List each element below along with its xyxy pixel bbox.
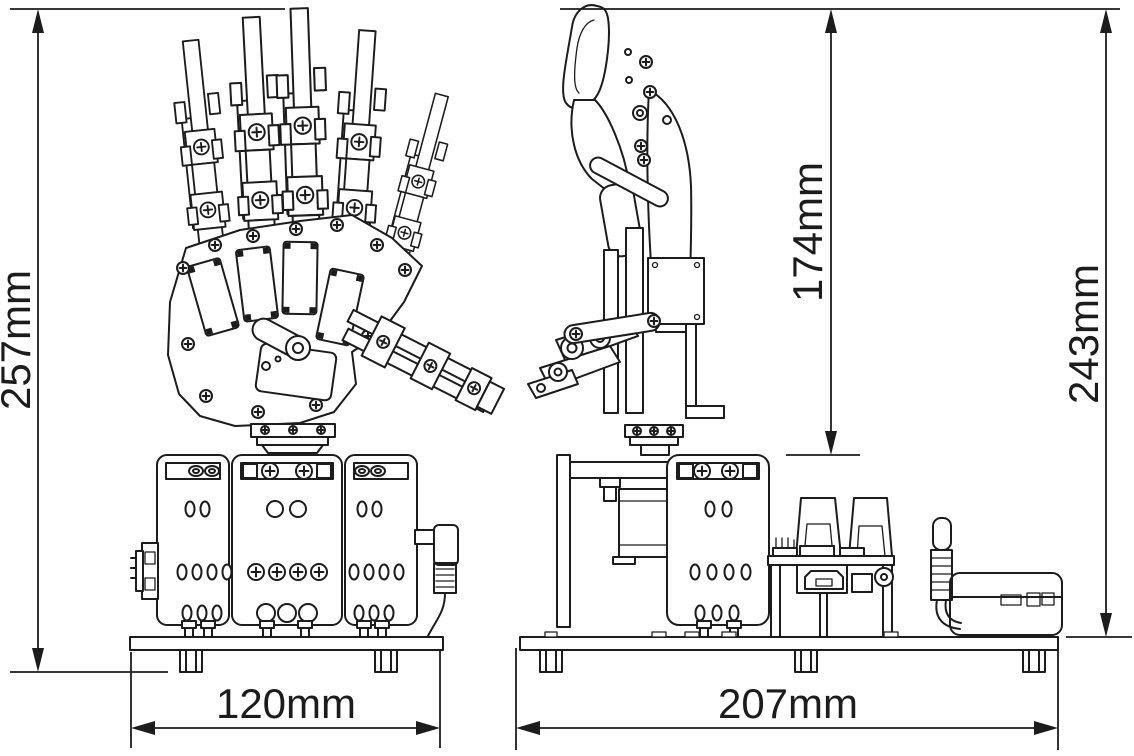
dim-label-side-total-height: 243mm bbox=[1060, 264, 1107, 404]
side-base bbox=[556, 454, 770, 638]
side-control-board bbox=[767, 497, 895, 638]
dim-label-front-height: 257mm bbox=[0, 270, 39, 410]
dimension-annotations: 257mm 174mm 243mm 120mm 207mm bbox=[0, 8, 1132, 750]
front-left-connector bbox=[130, 542, 159, 600]
dim-label-front-width: 120mm bbox=[216, 680, 356, 727]
front-base bbox=[156, 454, 418, 638]
front-servo-horn bbox=[251, 317, 338, 402]
dim-label-side-hand-height: 174mm bbox=[784, 162, 831, 302]
front-thumb bbox=[341, 308, 506, 415]
front-palm bbox=[167, 214, 423, 427]
side-base-plate bbox=[519, 631, 1059, 673]
side-cable bbox=[930, 517, 962, 630]
front-cable bbox=[414, 524, 459, 637]
front-base-plate bbox=[129, 636, 444, 673]
dim-label-side-width: 207mm bbox=[718, 680, 858, 727]
side-thumb bbox=[527, 311, 661, 399]
side-view-drawing bbox=[519, 4, 1063, 673]
front-view-drawing bbox=[129, 8, 506, 673]
side-power-box bbox=[949, 572, 1063, 636]
side-mount-bracket bbox=[624, 424, 684, 456]
side-curled-finger bbox=[562, 4, 672, 258]
